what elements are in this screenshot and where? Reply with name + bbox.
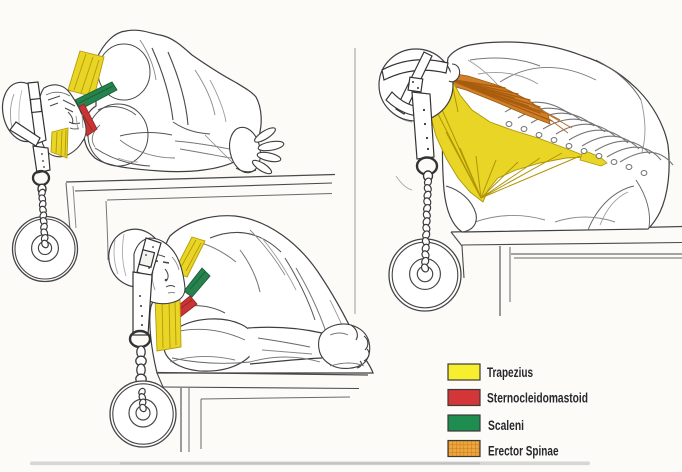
svg-text:Scaleni: Scaleni bbox=[488, 418, 524, 434]
svg-text:Erector Spinae: Erector Spinae bbox=[488, 444, 559, 460]
svg-text:Sternocleidomastoid: Sternocleidomastoid bbox=[487, 391, 588, 407]
svg-text:Trapezius: Trapezius bbox=[487, 365, 533, 381]
